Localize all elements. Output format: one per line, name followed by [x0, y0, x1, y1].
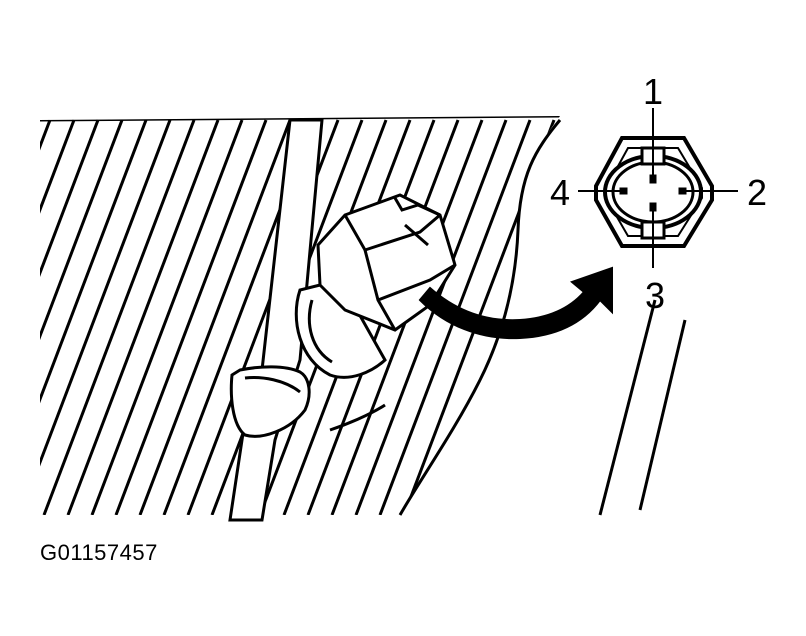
hatch-line	[40, 119, 100, 515]
pin-3-contact	[649, 202, 657, 212]
panel-diagonal-2	[638, 319, 687, 511]
panel-diagonal-1	[598, 299, 657, 516]
wire-harness	[329, 403, 386, 432]
pipe-clamp	[229, 365, 311, 438]
panel-outline	[398, 119, 562, 516]
hatch-line	[40, 119, 172, 515]
hatch-line	[138, 119, 292, 515]
hatch-line	[66, 119, 220, 515]
hatch-line	[42, 119, 196, 515]
pin-2-label: 2	[747, 172, 767, 213]
hatch-line	[354, 119, 508, 515]
hatch-line	[114, 119, 268, 515]
hatch-line	[40, 119, 124, 515]
hatch-line	[90, 119, 244, 515]
pin-4-contact	[619, 187, 628, 195]
figure-id: G01157457	[40, 540, 158, 565]
hatch-line	[40, 119, 148, 515]
pin-1-label: 1	[643, 71, 663, 112]
curved-arrow-icon	[418, 266, 613, 340]
pin-3-label: 3	[645, 275, 665, 316]
pin-4-label: 4	[550, 172, 570, 213]
pressure-switch	[294, 193, 457, 379]
hatch-line	[40, 119, 76, 515]
pin-2-contact	[678, 187, 687, 195]
pin-leader-lines	[578, 108, 738, 268]
pin-1-contact	[649, 174, 657, 184]
